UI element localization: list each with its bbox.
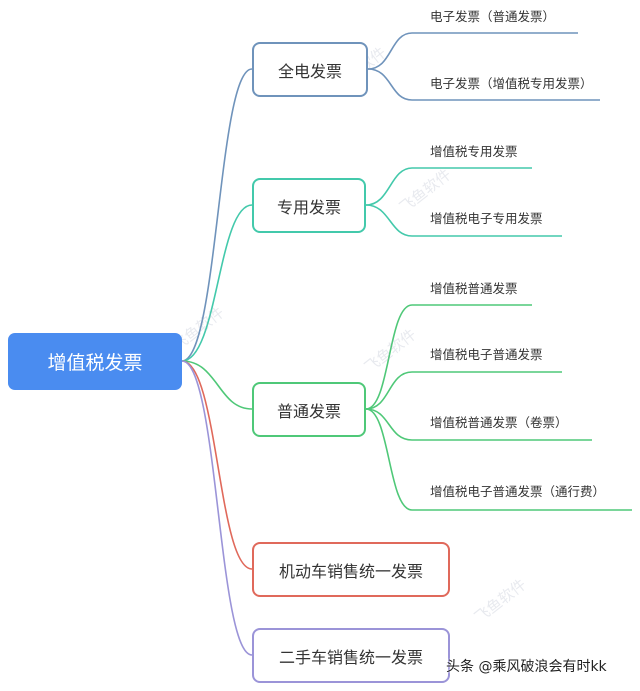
root-node-label: 增值税发票 <box>47 352 143 374</box>
connector-root-to-ershouche <box>181 360 253 656</box>
connector-leaf-4 <box>365 204 562 237</box>
branch-node-label: 全电发票 <box>277 61 342 81</box>
connector-leaf-7 <box>365 408 592 441</box>
leaf-label: 电子发票（增值税专用发票） <box>430 76 593 91</box>
leaf-label: 增值税普通发票（卷票） <box>430 415 568 430</box>
connector-root-to-zhuanyong <box>181 204 253 362</box>
leaf-label: 增值税电子普通发票（通行费） <box>430 484 606 499</box>
branch-node-jidongche: 机动车销售统一发票 <box>252 542 450 597</box>
source-credit: 头条 @乘风破浪会有时kk <box>446 659 607 675</box>
branch-node-putong: 普通发票 <box>252 382 366 437</box>
leaf-label: 增值税普通发票 <box>430 281 518 296</box>
root-node: 增值税发票 <box>8 333 182 390</box>
connector-leaf-5 <box>365 304 532 410</box>
branch-node-quandian: 全电发票 <box>252 42 368 97</box>
connector-root-to-putong <box>181 360 253 410</box>
leaf-label: 增值税电子专用发票 <box>430 211 543 226</box>
leaf-label: 增值税专用发票 <box>430 144 518 159</box>
leaf-label: 增值税电子普通发票 <box>430 347 543 362</box>
connector-leaf-1 <box>367 32 578 70</box>
branch-node-label: 机动车销售统一发票 <box>278 561 423 581</box>
connector-leaf-3 <box>365 167 532 206</box>
branch-node-label: 专用发票 <box>276 197 341 217</box>
branch-node-ershouche: 二手车销售统一发票 <box>252 628 450 683</box>
connector-root-to-quandian <box>181 68 253 362</box>
connector-leaf-6 <box>365 371 562 410</box>
branch-node-zhuanyong: 专用发票 <box>252 178 366 233</box>
connector-root-to-jidongche <box>181 360 253 570</box>
branch-node-label: 普通发票 <box>276 401 341 421</box>
branch-node-label: 二手车销售统一发票 <box>278 647 423 667</box>
connector-leaf-2 <box>367 68 600 101</box>
leaf-label: 电子发票（普通发票） <box>430 9 556 24</box>
connector-leaf-8 <box>365 408 632 511</box>
